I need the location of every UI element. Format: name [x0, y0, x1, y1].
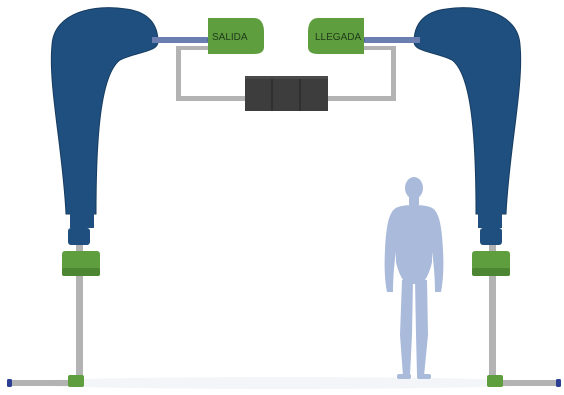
- right-vertical-support: [391, 47, 396, 100]
- left-base-end-cap: [7, 379, 12, 387]
- left-rod: [152, 37, 212, 43]
- left-junction-box-shade: [62, 268, 100, 276]
- arrival-sign: [308, 18, 364, 54]
- right-base-bar: [489, 380, 559, 386]
- right-arm: [413, 7, 522, 215]
- right-tower: [357, 7, 561, 387]
- departure-sign-label: SALIDA: [212, 32, 248, 43]
- right-rod: [360, 37, 420, 43]
- left-base-bar: [10, 380, 84, 386]
- right-base-end-cap: [556, 379, 561, 387]
- left-pole: [76, 238, 83, 380]
- display-panel-highlight: [245, 76, 328, 79]
- floor-shadow: [12, 377, 552, 389]
- left-arm: [50, 7, 159, 215]
- top-support-left: [176, 46, 212, 50]
- arrival-sign-label: LLEGADA: [315, 32, 361, 43]
- right-connector: [480, 228, 502, 245]
- right-junction-box-shade: [472, 268, 510, 276]
- right-horizontal-support: [325, 96, 396, 101]
- departure-sign: [208, 18, 264, 54]
- top-support-right: [360, 46, 396, 50]
- left-connector: [68, 228, 90, 245]
- left-arm-neck: [70, 212, 94, 228]
- left-vertical-support: [176, 47, 181, 100]
- left-horizontal-support: [176, 96, 248, 101]
- left-base-joint: [68, 375, 84, 387]
- display-panel: [245, 76, 328, 111]
- right-pole: [489, 238, 496, 380]
- right-base-joint: [487, 375, 503, 387]
- human-silhouette-icon: [384, 177, 444, 379]
- left-tower: [7, 7, 215, 387]
- right-arm-neck: [478, 212, 502, 228]
- center-frame: SALIDA LLEGADA: [176, 18, 396, 111]
